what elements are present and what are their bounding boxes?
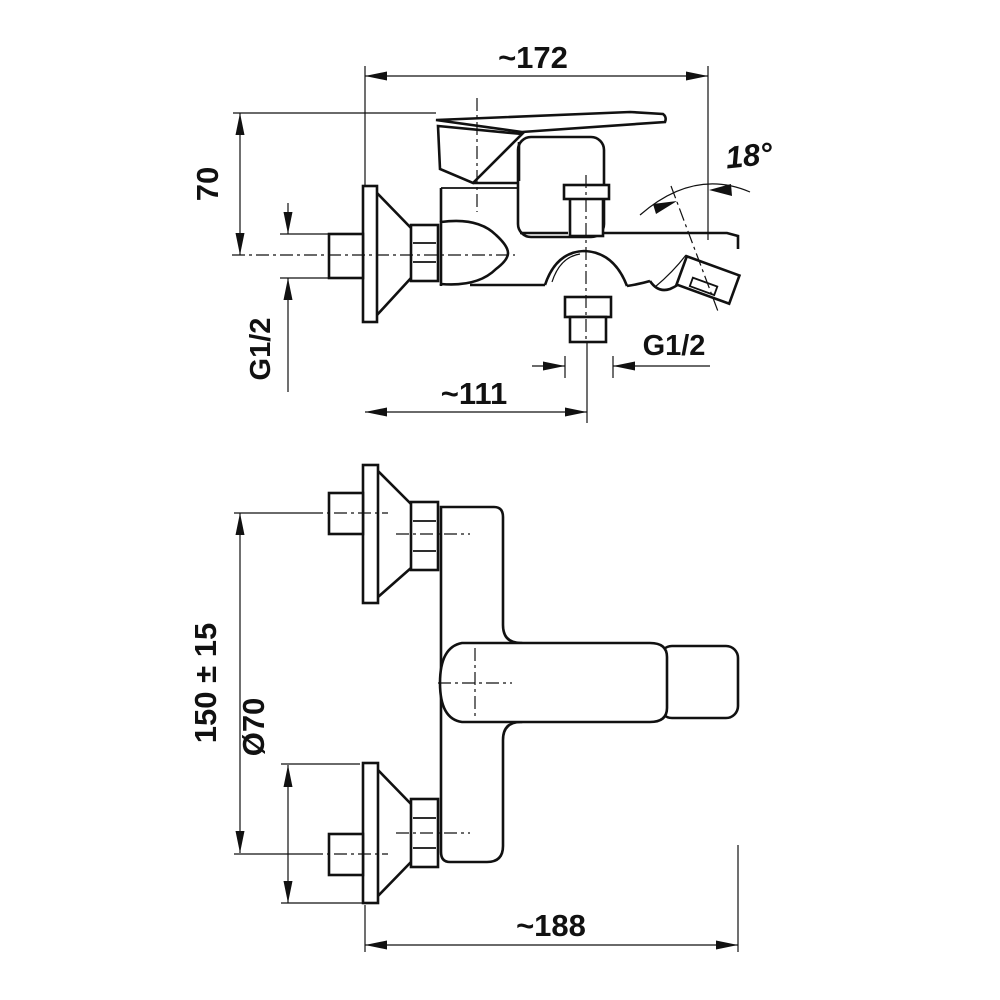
upper-wall-union: [234, 463, 470, 605]
dimension-spout-angle: 18°: [639, 136, 775, 216]
overall-width-label: ~188: [516, 908, 586, 943]
inlet-spacing-label: 150 ± 15: [188, 623, 223, 743]
handle-height-label: 70: [190, 167, 225, 201]
outlet-thread-label: G1/2: [643, 330, 706, 362]
lower-wall-union: [234, 761, 470, 905]
upper-escutcheon: [361, 463, 380, 605]
union-nut-side: [409, 223, 440, 283]
hose-connector-thread: [568, 315, 608, 344]
lower-escutcheon: [361, 761, 380, 905]
mixer-body-profile: [439, 187, 740, 292]
spout-reach-label: ~111: [441, 376, 507, 411]
spout-nozzle: [674, 254, 742, 306]
inlet-thread-label: G1/2: [245, 318, 277, 381]
front-view-elevation: 150 ± 15 Ø70 ~188: [188, 463, 740, 952]
lever-grip-end: [658, 644, 740, 720]
diverter-dome: [543, 249, 629, 287]
dimension-inlet-thread: G1/2: [245, 203, 330, 392]
spout-angle-label: 18°: [724, 136, 775, 176]
dimension-overall-width: ~188: [364, 845, 739, 952]
dimension-inlet-spacing: 150 ± 15: [188, 513, 245, 853]
escutcheon-side: [361, 184, 379, 324]
top-view-side-profile: ~172 70 G1/2 18° G1/2: [190, 40, 775, 423]
dimension-spout-reach: ~111: [365, 342, 588, 423]
handle-base-block: [436, 124, 525, 185]
hose-connector-ring: [563, 295, 613, 319]
dimension-overall-depth: ~172: [364, 40, 709, 240]
overall-depth-label: ~172: [498, 40, 568, 75]
dimension-escutcheon-diameter: Ø70: [236, 698, 363, 904]
upper-union-nut: [409, 500, 440, 572]
spout-tilt-axis: [670, 185, 720, 315]
aerator-ring: [688, 276, 719, 297]
dimension-outlet-thread: G1/2: [532, 330, 710, 378]
lever-blade-side: [435, 110, 667, 134]
lever-handle-front: [438, 641, 669, 724]
escutcheon-diameter-label: Ø70: [236, 698, 271, 757]
dimension-handle-height: 70: [190, 112, 436, 255]
check-valve-cover: [439, 219, 510, 286]
wall-supply-stub: [327, 232, 365, 280]
